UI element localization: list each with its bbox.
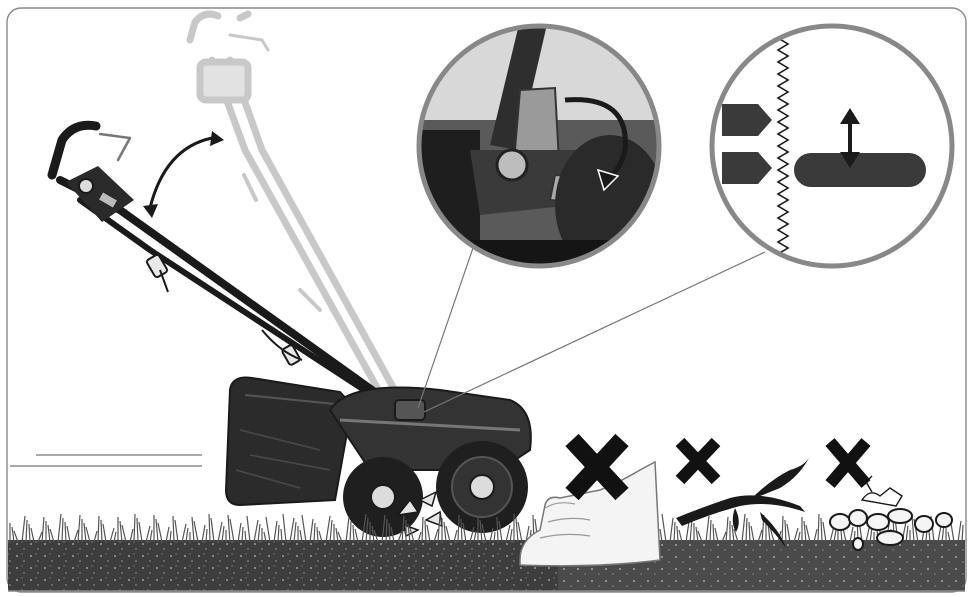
grass-collector xyxy=(226,378,352,506)
rear-wheel xyxy=(343,457,423,537)
lawn-soil xyxy=(8,540,558,591)
detail-height-panel xyxy=(712,26,952,266)
switch-icon xyxy=(79,179,93,193)
depth-bar xyxy=(794,153,926,187)
